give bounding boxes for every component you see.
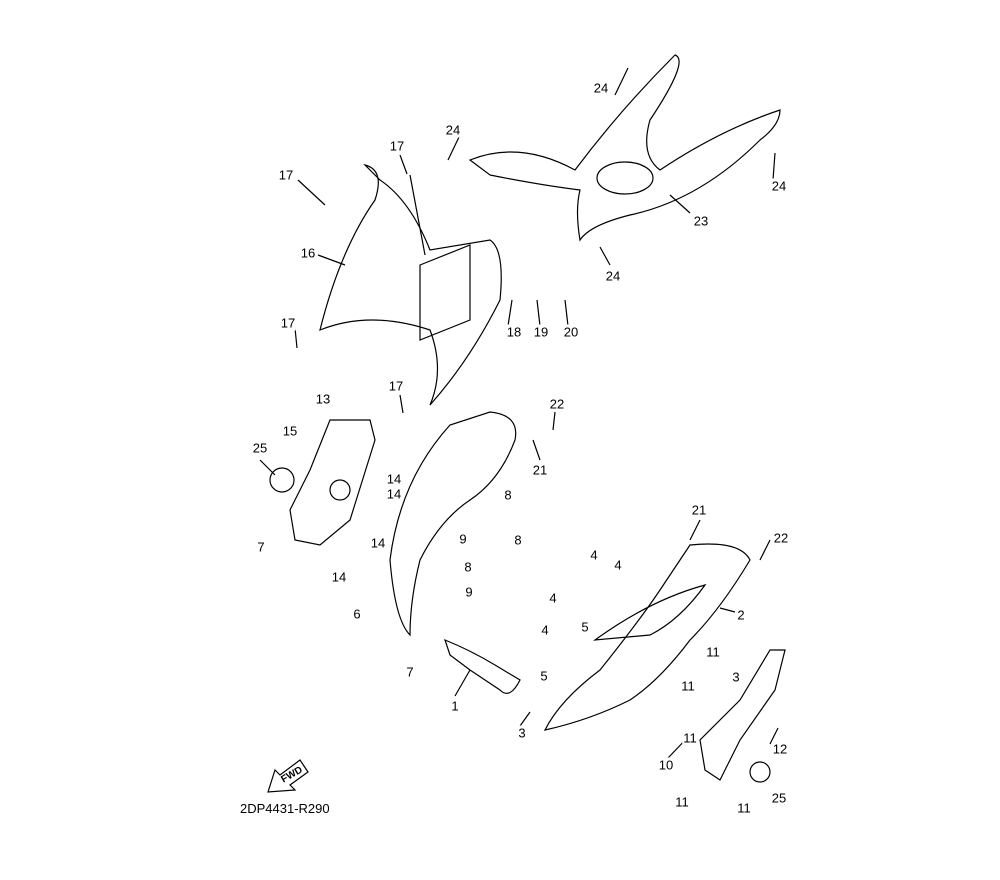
part-label-7: 7: [256, 539, 266, 555]
part-label-14: 14: [330, 569, 348, 585]
part-label-1: 1: [450, 698, 460, 714]
part-label-5: 5: [580, 619, 590, 635]
part-label-11: 11: [682, 730, 698, 746]
part-25-grommet: [749, 761, 771, 783]
part-label-24: 24: [444, 122, 462, 138]
part-label-9: 9: [458, 531, 468, 547]
fwd-arrow: [267, 759, 309, 793]
part-label-19: 19: [532, 324, 550, 340]
part-label-3: 3: [731, 669, 741, 685]
part-label-21: 21: [690, 502, 708, 518]
part-label-3: 3: [517, 725, 527, 741]
leader-lines: [259, 67, 779, 759]
part-label-11: 11: [674, 794, 690, 810]
part-label-4: 4: [613, 557, 623, 573]
part-13-inner-panel: [289, 419, 376, 546]
part-label-17: 17: [388, 138, 406, 154]
part-label-8: 8: [503, 487, 513, 503]
part-label-8: 8: [513, 532, 523, 548]
part-label-13: 13: [314, 391, 332, 407]
part-label-4: 4: [589, 547, 599, 563]
part-label-25: 25: [251, 440, 269, 456]
drawing-code: 2DP4431-R290: [240, 801, 330, 816]
part-label-25: 25: [770, 790, 788, 806]
part-label-7: 7: [405, 664, 415, 680]
part-label-14: 14: [385, 471, 403, 487]
part-label-22: 22: [772, 530, 790, 546]
part-label-21: 21: [531, 462, 549, 478]
part-label-14: 14: [369, 535, 387, 551]
part-label-15: 15: [281, 423, 299, 439]
part-label-12: 12: [771, 741, 789, 757]
part-label-17: 17: [279, 315, 297, 331]
part-label-8: 8: [463, 559, 473, 575]
part-label-6: 6: [352, 606, 362, 622]
part-16-front-cover: [319, 163, 502, 406]
part-label-2: 2: [736, 607, 746, 623]
part-label-11: 11: [680, 678, 696, 694]
part-1-bracket: [444, 638, 521, 694]
part-label-9: 9: [464, 584, 474, 600]
part-16-inner-panel: [419, 244, 471, 341]
part-13-hole: [329, 479, 351, 501]
part-label-20: 20: [562, 324, 580, 340]
part-label-24: 24: [770, 178, 788, 194]
part-10-panel: [699, 649, 786, 781]
part-label-23: 23: [692, 213, 710, 229]
part-label-14: 14: [385, 486, 403, 502]
part-label-4: 4: [540, 622, 550, 638]
part-6-side-cover: [389, 411, 517, 637]
part-label-22: 22: [548, 396, 566, 412]
part-23-opening: [596, 161, 654, 195]
part-label-11: 11: [736, 800, 752, 816]
part-label-4: 4: [548, 590, 558, 606]
part-2-side-cover: [543, 543, 751, 731]
part-label-17: 17: [387, 378, 405, 394]
part-label-5: 5: [539, 668, 549, 684]
part-label-24: 24: [604, 268, 622, 284]
part-label-17: 17: [277, 167, 295, 183]
part-label-16: 16: [299, 245, 317, 261]
part-label-18: 18: [505, 324, 523, 340]
part-2-recess: [592, 583, 707, 641]
part-25-cap: [269, 467, 295, 493]
part-label-11: 11: [705, 644, 721, 660]
part-23-rear-cover: [468, 54, 781, 242]
part-label-10: 10: [657, 757, 675, 773]
part-label-24: 24: [592, 80, 610, 96]
